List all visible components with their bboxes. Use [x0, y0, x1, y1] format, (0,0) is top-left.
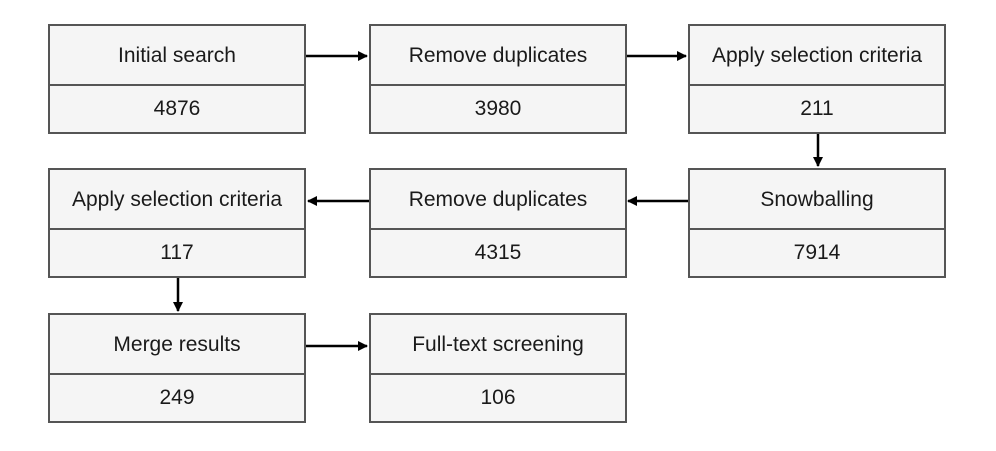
- node-count: 7914: [793, 241, 841, 264]
- node-apply-selection-criteria: Apply selection criteria 211: [688, 24, 946, 134]
- node-label: Remove duplicates: [371, 170, 625, 230]
- node-label: Merge results: [50, 315, 304, 375]
- node-count: 4315: [474, 241, 522, 264]
- node-count: 4876: [153, 97, 201, 120]
- node-full-text-screening: Full-text screening 106: [369, 313, 627, 423]
- node-label: Initial search: [50, 26, 304, 86]
- node-count: 249: [159, 386, 195, 409]
- node-snowballing: Snowballing 7914: [688, 168, 946, 278]
- node-count: 3980: [474, 97, 522, 120]
- node-label: Full-text screening: [371, 315, 625, 375]
- node-label: Snowballing: [690, 170, 944, 230]
- node-label: Remove duplicates: [371, 26, 625, 86]
- node-count: 117: [160, 241, 194, 264]
- node-merge-results: Merge results 249: [48, 313, 306, 423]
- node-remove-duplicates: Remove duplicates 3980: [369, 24, 627, 134]
- node-label: Apply selection criteria: [690, 26, 944, 86]
- node-initial-search: Initial search 4876: [48, 24, 306, 134]
- node-remove-duplicates-2: Remove duplicates 4315: [369, 168, 627, 278]
- node-count: 211: [800, 97, 834, 120]
- node-count: 106: [480, 386, 516, 409]
- node-apply-selection-criteria-2: Apply selection criteria 117: [48, 168, 306, 278]
- node-label: Apply selection criteria: [50, 170, 304, 230]
